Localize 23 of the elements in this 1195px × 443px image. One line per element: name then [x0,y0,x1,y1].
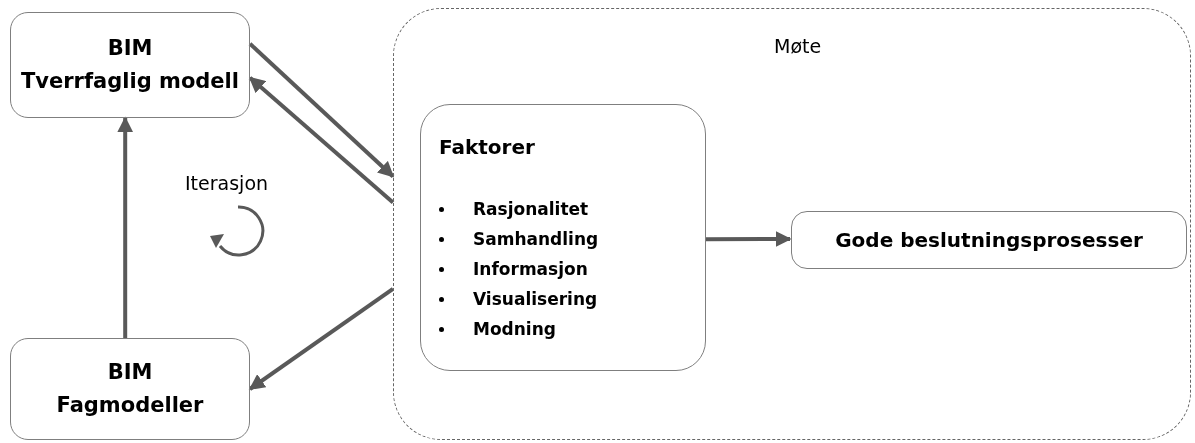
node-label: Gode beslutningsprosesser [835,228,1143,252]
arrow [117,116,134,338]
model-box [10,12,250,118]
meeting-group [393,8,1191,440]
list-item: Informasjon [473,259,588,279]
arrow [705,231,792,248]
node-label: BIM [107,359,153,386]
node-label: BIM [107,35,153,62]
annotation-label: Iterasjon [185,172,269,194]
factor-box [420,104,706,371]
list-item: Rasjonalitet [473,199,589,219]
model-box [10,338,250,440]
arrow [248,287,395,391]
list-item: Visualisering [473,289,598,309]
node-label: Tverrfaglig modell [21,68,239,95]
group-title: Møte [774,35,822,57]
node-label: Fagmodeller [56,392,204,419]
list-item: Modning [473,319,556,339]
arrow [248,76,395,204]
list-item: Samhandling [473,229,599,249]
list-heading: Faktorer [439,135,536,159]
arrow [248,42,395,178]
outcome-box [791,211,1187,269]
